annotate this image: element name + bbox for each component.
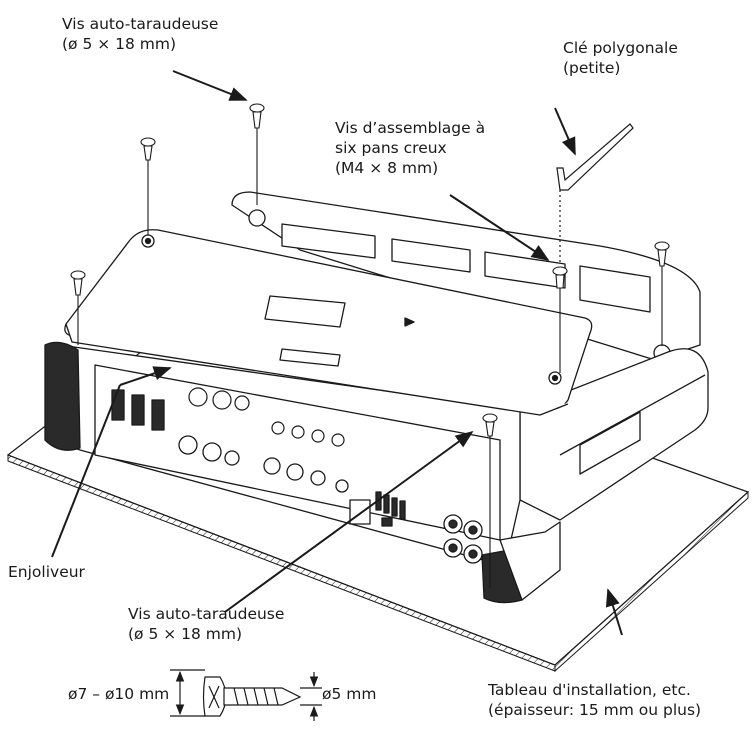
- label-line: (M4 × 8 mm): [335, 159, 439, 177]
- screw-top-left: [140, 137, 156, 235]
- leader-arrows: [51, 70, 623, 636]
- label-line: (épaisseur: 15 mm ou plus): [488, 701, 702, 719]
- screw-top-center: [249, 103, 265, 205]
- label-line: Vis d’assemblage à: [335, 119, 486, 137]
- label-line: (petite): [563, 59, 621, 77]
- label-line: Tableau d'installation, etc.: [488, 681, 691, 699]
- label-line: (ø 5 × 18 mm): [62, 35, 177, 53]
- front-panel-knobs: [188, 387, 345, 447]
- label-installation-board: Tableau d'installation, etc. (épaisseur:…: [488, 680, 701, 720]
- label-line: six pans creux: [335, 139, 447, 157]
- top-cover-plate: [64, 229, 593, 416]
- screw-right: [654, 241, 670, 346]
- label-line: Vis auto-taraudeuse: [62, 15, 219, 33]
- label-cover: Enjoliveur: [8, 563, 85, 581]
- screw-left: [70, 270, 86, 345]
- amplifier-body: [44, 191, 709, 604]
- label-line: Vis auto-taraudeuse: [128, 605, 285, 623]
- label-line: Clé polygonale: [563, 39, 678, 57]
- label-head-dimension: ø7 – ø10 mm: [68, 685, 170, 703]
- label-screw-bottom: Vis auto-taraudeuse (ø 5 × 18 mm): [128, 604, 284, 644]
- hex-wrench: [556, 123, 634, 262]
- label-hex-wrench: Clé polygonale (petite): [563, 38, 678, 78]
- label-line: (ø 5 × 18 mm): [128, 625, 243, 643]
- screw-bottom-center: [482, 413, 498, 588]
- screw-detail-drawing: [170, 669, 322, 721]
- label-shank-dimension: ø5 mm: [322, 685, 377, 703]
- label-screw-top: Vis auto-taraudeuse (ø 5 × 18 mm): [62, 14, 218, 54]
- label-hex-bolt: Vis d’assemblage à six pans creux (M4 × …: [335, 118, 485, 178]
- hex-bolt: [552, 266, 568, 373]
